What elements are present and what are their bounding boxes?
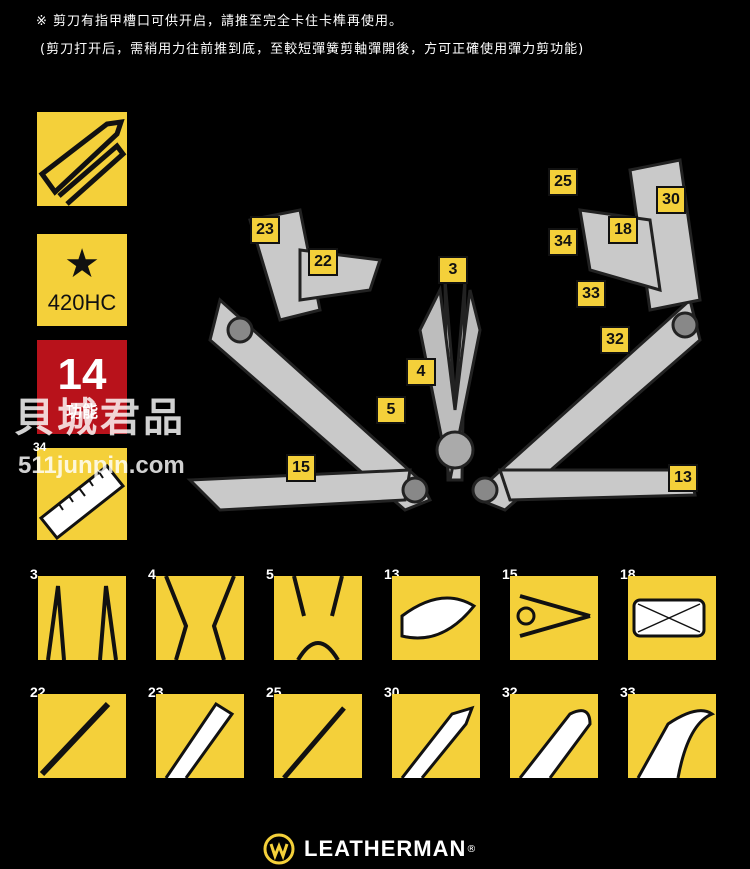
- wire-cutter-icon: [292, 575, 344, 662]
- callout-22: 22: [308, 248, 338, 276]
- callout-15: 15: [286, 454, 316, 482]
- tool-card-13: 13: [384, 566, 480, 660]
- multitool-drawing: [186, 158, 702, 512]
- ruler-tag: 34: [33, 440, 47, 454]
- multitool-illustration: 23 22 3 4 5 15 25 30 18 34 33 32 13: [180, 150, 720, 550]
- star-icon: ★: [64, 241, 100, 287]
- steel-badge: ★ 420HC: [37, 234, 127, 326]
- tool-card-25: 25: [266, 684, 362, 780]
- tool-card-30: 30: [384, 684, 480, 779]
- callout-3: 3: [438, 256, 468, 284]
- bottle-opener-icon: [518, 709, 592, 779]
- callout-13: 13: [668, 464, 698, 492]
- pliers-badge: [37, 112, 127, 206]
- leatherman-logo: LEATHERMAN ®: [262, 832, 476, 866]
- watermark-url: 511junpin.com: [18, 452, 185, 479]
- tool-number: 3: [30, 566, 38, 582]
- leatherman-emblem-icon: [263, 833, 295, 865]
- tool-number: 4: [148, 566, 156, 582]
- logo-registered: ®: [466, 843, 477, 855]
- small-screwdriver-icon: [282, 706, 346, 780]
- spring-scissors-icon: [516, 594, 591, 638]
- callout-5: 5: [376, 396, 406, 424]
- function-count-badge: 14 功能: [37, 340, 127, 434]
- function-count: 14: [57, 350, 107, 399]
- tool-number: 5: [266, 566, 274, 582]
- callout-25: 25: [548, 168, 578, 196]
- usage-note-1: ※ 剪刀有指甲槽口可供开启，請推至完全卡住卡榫再使用。: [36, 14, 404, 29]
- steel-grade: 420HC: [47, 290, 117, 315]
- tool-card-32: 32: [502, 684, 598, 779]
- callout-32: 32: [600, 326, 630, 354]
- needlenose-pliers-icon: [46, 585, 118, 661]
- tool-card-15: 15: [502, 566, 598, 660]
- callout-23: 23: [250, 216, 280, 244]
- can-opener-icon: [636, 709, 716, 779]
- callout-4: 4: [406, 358, 436, 386]
- watermark-brand: 貝城君品: [14, 395, 186, 441]
- regular-pliers-icon: [164, 575, 236, 661]
- callout-30: 30: [656, 186, 686, 214]
- ruler-icon: [38, 463, 126, 541]
- tool-card-22: 22: [30, 684, 126, 778]
- callout-34: 34: [548, 228, 578, 256]
- tool-card-5: 5: [266, 566, 362, 662]
- logo-text: LEATHERMAN: [304, 836, 467, 861]
- knife-blade-icon: [400, 596, 477, 640]
- wood-saw-icon: [400, 705, 475, 779]
- callout-33: 33: [576, 280, 606, 308]
- tool-card-3: 3: [30, 566, 126, 661]
- tool-card-4: 4: [148, 566, 244, 661]
- callout-18: 18: [608, 216, 638, 244]
- function-label: 功能: [65, 402, 98, 421]
- tool-card-23: 23: [148, 684, 244, 779]
- phillips-screwdriver-icon: [39, 701, 111, 777]
- tool-card-33: 33: [620, 684, 716, 779]
- pliers-tip-icon: [38, 118, 127, 206]
- large-screwdriver-icon: [164, 701, 235, 779]
- ruler-badge: 34: [33, 440, 127, 541]
- usage-note-2: (剪刀打开后，需稍用力往前推到底，至較短彈簧剪軸彈開後，方可正確使用彈力剪功能): [40, 42, 585, 57]
- file-icon: [632, 598, 706, 638]
- tool-card-18: 18: [620, 566, 716, 660]
